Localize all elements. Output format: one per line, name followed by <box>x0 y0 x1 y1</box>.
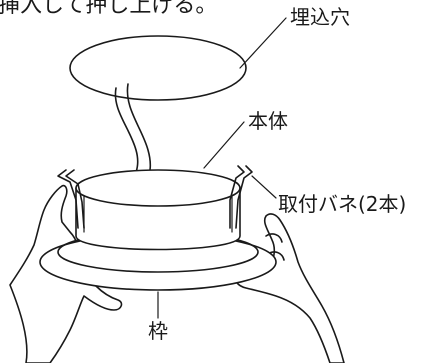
label-embed-hole: 埋込穴 <box>290 5 350 29</box>
right-hand <box>234 213 345 363</box>
leader-lines <box>157 17 287 319</box>
label-spring: 取付バネ(2本) <box>278 192 406 216</box>
label-body: 本体 <box>248 109 288 133</box>
embed-hole <box>69 35 247 101</box>
frame-ring <box>39 231 277 291</box>
instruction-text: 挿入して押し上げる。 <box>0 0 217 18</box>
label-frame: 枠 <box>148 319 168 343</box>
fixture-body <box>75 169 241 251</box>
mounting-springs <box>57 165 253 229</box>
